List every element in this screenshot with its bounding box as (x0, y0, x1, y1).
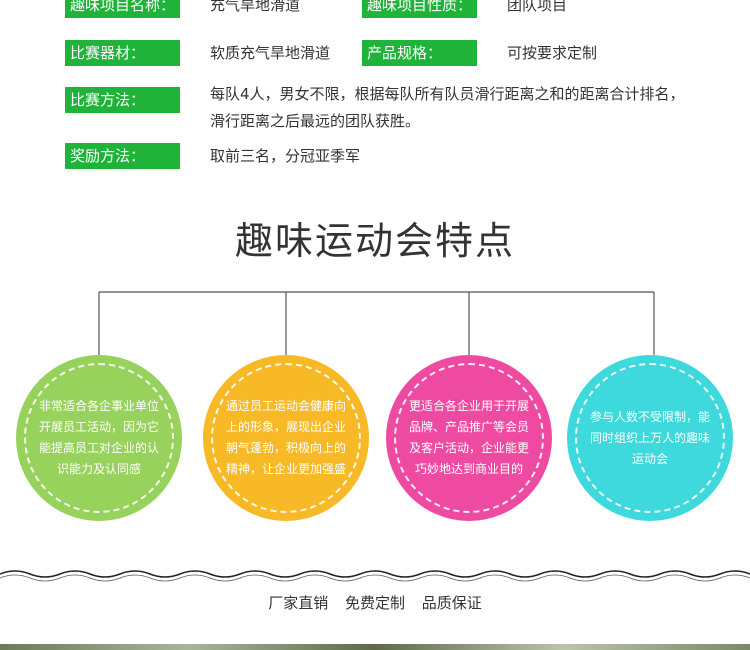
footer-free-custom: 免费定制 (344, 594, 405, 612)
feature-circle-3: 更适合各企业用于开展 品牌、产品推广等会员 及客户活动，企业能更 巧妙地达到商业… (386, 355, 552, 521)
feature-circle-2: 通过员工运动会健康向 上的形象，展现出企业 朝气蓬勃，积极向上的 精神，让企业更… (203, 355, 369, 521)
photo-strip (0, 644, 750, 650)
feature-text-2: 通过员工运动会健康向 上的形象，展现出企业 朝气蓬勃，积极向上的 精神，让企业更… (225, 355, 347, 521)
feature-4-line: 运动会 (631, 451, 668, 466)
feature-3-line: 及客户活动，企业能更 (408, 441, 529, 455)
label-reward: 奖励方法： (65, 143, 180, 169)
footer-factory-direct: 厂家直销 (268, 594, 329, 612)
feature-text-3: 更适合各企业用于开展 品牌、产品推广等会员 及客户活动，企业能更 巧妙地达到商业… (408, 355, 530, 521)
feature-text-1: 非常适合各企事业单位 开展员工活动，因为它 能提高员工对企业的认 识能力及认同感 (38, 355, 160, 521)
value-equipment: 软质充气旱地滑道 (210, 44, 331, 62)
footer-quality: 品质保证 (421, 594, 482, 612)
feature-4-line: 同时组织上万人的趣味 (589, 430, 710, 445)
dashed-ring (24, 363, 174, 513)
feature-circle-1: 非常适合各企事业单位 开展员工活动，因为它 能提高员工对企业的认 识能力及认同感 (16, 355, 182, 521)
value-project-type: 团队项目 (507, 0, 568, 14)
feature-2-line: 精神，让企业更加强盛 (225, 462, 346, 476)
value-reward: 取前三名，分冠亚季军 (210, 147, 361, 165)
value-method-line1: 每队4人，男女不限，根据每队所有队员滑行距离之和的距离合计排名， (210, 85, 685, 103)
feature-3-line: 更适合各企业用于开展 (408, 399, 529, 413)
feature-2-line: 上的形象，展现出企业 (225, 420, 346, 434)
wave-divider (0, 570, 750, 582)
label-project-type: 趣味项目性质： (362, 0, 477, 18)
dashed-ring (394, 363, 544, 513)
dashed-ring (211, 363, 361, 513)
label-equipment: 比赛器材： (65, 40, 180, 66)
feature-1-line: 非常适合各企事业单位 (38, 399, 159, 413)
value-project-name: 充气旱地滑道 (210, 0, 301, 14)
footer-slogans: 厂家直销 免费定制 品质保证 (0, 592, 750, 613)
dashed-ring (575, 363, 725, 513)
feature-3-line: 品牌、产品推广等会员 (408, 420, 529, 434)
label-spec: 产品规格： (362, 40, 477, 66)
label-method: 比赛方法： (65, 87, 180, 113)
value-method-line2: 滑行距离之后最远的团队获胜。 (210, 112, 421, 130)
section-title: 趣味运动会特点 (234, 219, 515, 263)
feature-2-line: 朝气蓬勃，积极向上的 (225, 441, 346, 455)
feature-text-4: 参与人数不受限制，能 同时组织上万人的趣味 运动会 (589, 355, 711, 521)
feature-1-line: 开展员工活动，因为它 (38, 420, 159, 434)
label-project-name: 趣味项目名称： (65, 0, 180, 18)
connector-lines (98, 291, 655, 355)
feature-circle-4: 参与人数不受限制，能 同时组织上万人的趣味 运动会 (567, 355, 733, 521)
feature-2-line: 通过员工运动会健康向 (225, 399, 346, 413)
feature-3-line: 巧妙地达到商业目的 (414, 462, 523, 476)
feature-1-line: 能提高员工对企业的认 (38, 441, 159, 455)
value-spec: 可按要求定制 (507, 44, 598, 62)
feature-1-line: 识能力及认同感 (56, 462, 141, 476)
feature-4-line: 参与人数不受限制，能 (589, 409, 710, 424)
